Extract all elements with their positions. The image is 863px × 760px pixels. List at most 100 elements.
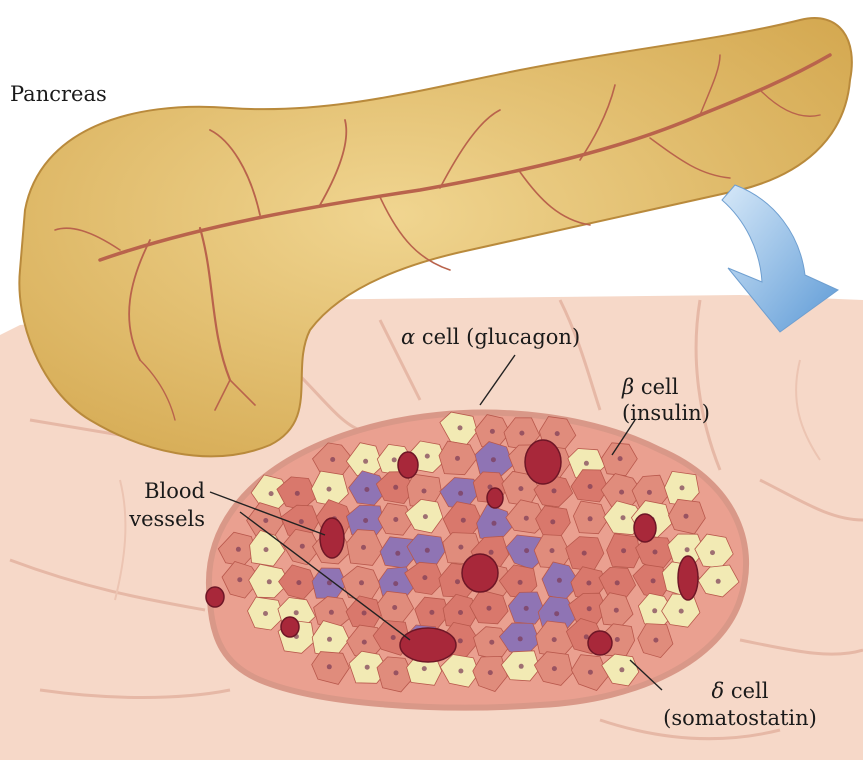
cell-nucleus xyxy=(264,547,269,552)
cell-nucleus xyxy=(614,608,619,613)
cell-nucleus xyxy=(652,608,657,613)
cell-nucleus xyxy=(651,578,656,583)
blood-vessel xyxy=(400,628,456,662)
pancreas-label: Pancreas xyxy=(10,81,107,108)
blood-vessel xyxy=(525,440,561,484)
cell-nucleus xyxy=(327,637,332,642)
delta-cell-text: cell xyxy=(731,679,769,703)
blood-vessel xyxy=(487,488,503,508)
cell-nucleus xyxy=(263,518,268,523)
cell-nucleus xyxy=(582,551,587,556)
cell-nucleus xyxy=(330,457,335,462)
cell-nucleus xyxy=(429,610,434,615)
cell-nucleus xyxy=(680,485,685,490)
cell-nucleus xyxy=(329,610,334,615)
cell-nucleus xyxy=(518,486,523,491)
cell-nucleus xyxy=(458,545,463,550)
cell-nucleus xyxy=(300,544,305,549)
cell-nucleus xyxy=(491,457,496,462)
beta-cell-text: cell xyxy=(641,375,679,399)
cell-nucleus xyxy=(524,516,529,521)
cell-nucleus xyxy=(455,456,460,461)
cell-nucleus xyxy=(425,548,430,553)
cell-nucleus xyxy=(455,579,460,584)
beta-hormone-label: (insulin) xyxy=(622,400,710,427)
cell-nucleus xyxy=(518,580,523,585)
cell-nucleus xyxy=(365,665,370,670)
cell-nucleus xyxy=(363,459,368,464)
cell-nucleus xyxy=(299,519,304,524)
cell-nucleus xyxy=(296,580,301,585)
beta-symbol: β xyxy=(622,375,634,399)
cell-nucleus xyxy=(586,581,591,586)
cell-nucleus xyxy=(458,425,463,430)
blood-vessel xyxy=(320,518,344,558)
cell-nucleus xyxy=(552,666,557,671)
cell-nucleus xyxy=(393,581,398,586)
cell-nucleus xyxy=(458,638,463,643)
cell-nucleus xyxy=(458,491,463,496)
cell-nucleus xyxy=(679,609,684,614)
cell-nucleus xyxy=(295,491,300,496)
cell-nucleus xyxy=(618,456,623,461)
cell-nucleus xyxy=(588,670,593,675)
cell-nucleus xyxy=(394,670,399,675)
cell-nucleus xyxy=(488,670,493,675)
cell-nucleus xyxy=(458,610,463,615)
beta-cell-label: β cell xyxy=(622,374,678,401)
cell-nucleus xyxy=(363,518,368,523)
cell-nucleus xyxy=(425,454,430,459)
blood-vessel xyxy=(206,587,224,607)
delta-cell-label: δ cell xyxy=(640,678,840,705)
cell-nucleus xyxy=(422,489,427,494)
delta-symbol: δ xyxy=(712,679,725,703)
cell-nucleus xyxy=(716,579,721,584)
cell-nucleus xyxy=(647,490,652,495)
cell-nucleus xyxy=(518,636,523,641)
cell-nucleus xyxy=(519,431,524,436)
blood-vessels-label-line2: vessels xyxy=(100,506,205,533)
cell-nucleus xyxy=(458,669,463,674)
cell-nucleus xyxy=(391,635,396,640)
cell-nucleus xyxy=(615,637,620,642)
cell-nucleus xyxy=(588,516,593,521)
alpha-symbol: α xyxy=(401,325,415,349)
cell-nucleus xyxy=(263,611,268,616)
cell-nucleus xyxy=(492,521,497,526)
cell-nucleus xyxy=(395,551,400,556)
cell-nucleus xyxy=(392,605,397,610)
cell-nucleus xyxy=(422,666,427,671)
cell-nucleus xyxy=(524,548,529,553)
cell-nucleus xyxy=(554,611,559,616)
cell-nucleus xyxy=(653,550,658,555)
cell-nucleus xyxy=(621,515,626,520)
cell-nucleus xyxy=(555,431,560,436)
cell-nucleus xyxy=(364,487,369,492)
cell-nucleus xyxy=(552,488,557,493)
cell-nucleus xyxy=(615,580,620,585)
cell-nucleus xyxy=(685,547,690,552)
cell-nucleus xyxy=(362,611,367,616)
cell-nucleus xyxy=(359,580,364,585)
blood-vessel xyxy=(588,631,612,655)
cell-nucleus xyxy=(653,638,658,643)
blood-vessel xyxy=(678,556,698,600)
cell-nucleus xyxy=(550,548,555,553)
cell-nucleus xyxy=(552,637,557,642)
cell-nucleus xyxy=(294,610,299,615)
cell-nucleus xyxy=(588,484,593,489)
cell-nucleus xyxy=(487,606,492,611)
cell-nucleus xyxy=(461,518,466,523)
cell-nucleus xyxy=(619,667,624,672)
cell-nucleus xyxy=(619,490,624,495)
blood-vessel xyxy=(462,554,498,592)
cell-nucleus xyxy=(710,550,715,555)
cell-nucleus xyxy=(327,487,332,492)
cell-nucleus xyxy=(490,429,495,434)
cell-nucleus xyxy=(550,519,555,524)
cell-nucleus xyxy=(489,640,494,645)
cell-nucleus xyxy=(557,578,562,583)
cell-nucleus xyxy=(269,491,274,496)
cell-nucleus xyxy=(422,575,427,580)
cell-nucleus xyxy=(392,457,397,462)
